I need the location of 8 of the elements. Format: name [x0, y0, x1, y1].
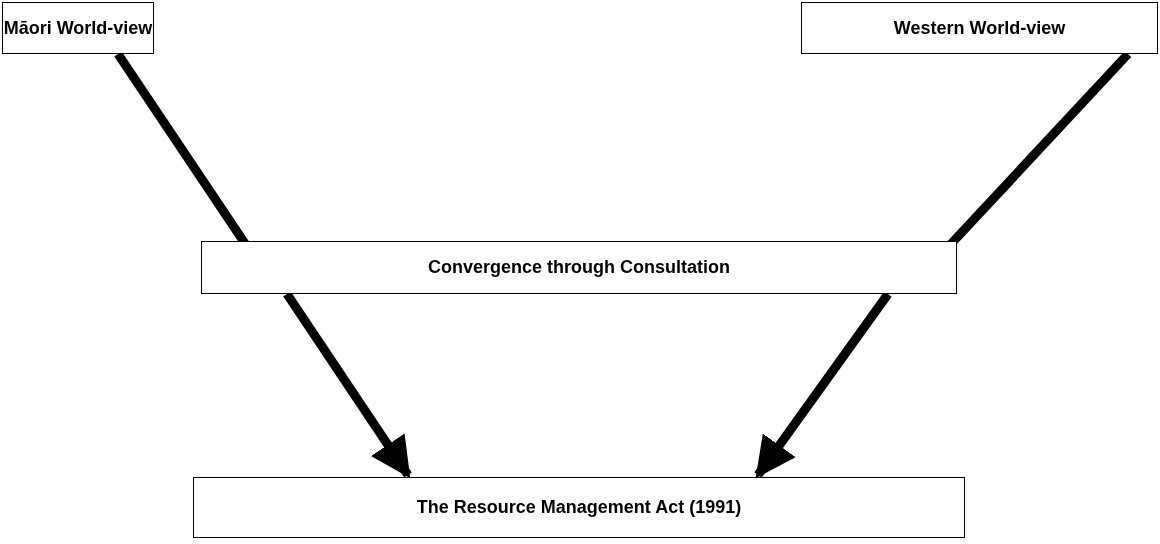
- process-box: [193, 477, 965, 538]
- box-label: The Resource Management Act (1991): [416, 496, 742, 519]
- process-box: [801, 2, 1158, 54]
- box-label: Western World-view: [893, 16, 1066, 40]
- process-box: [2, 2, 154, 54]
- box-label: Convergence through Consultation: [428, 256, 730, 279]
- box-label: Māori World-view: [3, 16, 153, 40]
- process-box: [201, 241, 957, 294]
